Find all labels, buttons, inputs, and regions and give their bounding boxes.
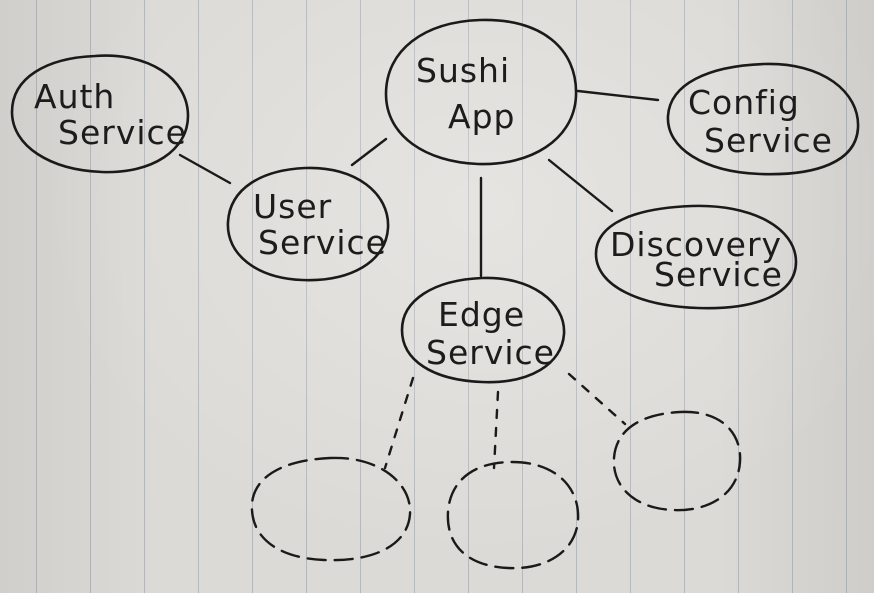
node-discovery-service-line2: Service <box>654 255 783 294</box>
node-sushi-app-line2: App <box>448 97 515 136</box>
node-config-service-circle <box>666 62 860 176</box>
edge-app-user <box>350 137 388 167</box>
edge-app-config <box>576 89 660 102</box>
node-edge-service-line2: Service <box>426 333 555 372</box>
node-sushi-app-line1: Sushi <box>416 51 510 90</box>
node-config-service-line2: Service <box>704 121 833 160</box>
node-discovery-service-circle <box>594 204 798 310</box>
edge-app-discovery <box>547 158 614 213</box>
node-sushi-app-circle <box>384 18 578 166</box>
connectors <box>178 89 660 470</box>
node-edge-service-line1: Edge <box>438 295 525 334</box>
node-user-service-line2: Service <box>258 223 387 262</box>
unlabeled-node-2 <box>446 460 580 570</box>
node-edge-service-circle <box>400 276 566 384</box>
node-user-service: User Service <box>226 166 390 282</box>
node-config-service-line1: Config <box>688 83 800 122</box>
edge-edge-unlabeled-1 <box>383 376 415 470</box>
edge-auth-user <box>178 153 232 185</box>
node-sushi-app: Sushi App <box>384 18 578 166</box>
unlabeled-node-3 <box>612 410 742 512</box>
node-config-service: Config Service <box>666 62 860 176</box>
node-auth-service-line1: Auth <box>34 77 115 116</box>
node-user-service-line1: User <box>253 187 332 226</box>
edge-edge-unlabeled-3 <box>567 372 627 426</box>
node-discovery-service-line1: Discovery <box>610 225 782 264</box>
node-user-service-circle <box>226 166 390 282</box>
edge-edge-unlabeled-2 <box>492 390 500 470</box>
node-auth-service: Auth Service <box>10 54 190 174</box>
node-edge-service: Edge Service <box>400 276 566 384</box>
node-auth-service-circle <box>10 54 190 174</box>
unlabeled-node-1 <box>250 456 412 562</box>
node-discovery-service: Discovery Service <box>594 204 798 310</box>
node-auth-service-line2: Service <box>58 113 187 152</box>
